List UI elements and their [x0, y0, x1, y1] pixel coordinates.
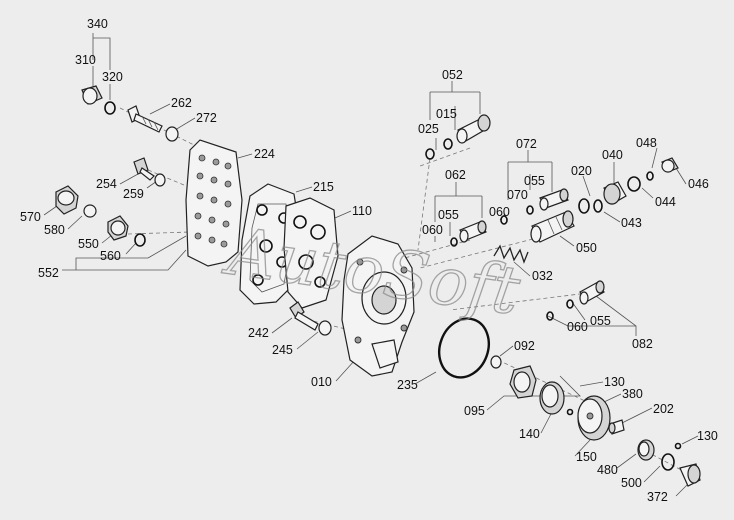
part-480-bushing [637, 439, 655, 461]
part-262-bolt [127, 105, 163, 133]
label-340: 340 [87, 17, 108, 31]
label-215: 215 [313, 180, 334, 194]
part-580-ball [83, 204, 97, 218]
label-245: 245 [272, 343, 293, 357]
part-570-cap [55, 185, 79, 215]
part-150-screw [608, 419, 625, 435]
label-560: 560 [100, 249, 121, 263]
label-272: 272 [196, 111, 217, 125]
label-060-a: 060 [422, 223, 443, 237]
part-032-spring [493, 244, 529, 264]
label-082: 082 [632, 337, 653, 351]
part-500-ring [661, 453, 675, 471]
label-032: 032 [532, 269, 553, 283]
label-224: 224 [254, 147, 275, 161]
label-130-b: 130 [697, 429, 718, 443]
label-055-b: 055 [524, 174, 545, 188]
part-060-oring-c [566, 299, 574, 309]
part-242-bolt [289, 301, 319, 331]
label-060-c: 060 [567, 320, 588, 334]
part-060-oring-b [500, 215, 508, 225]
part-020-oring [578, 198, 590, 214]
part-043-oring [593, 199, 603, 213]
label-040: 040 [602, 148, 623, 162]
part-025-oring-b [425, 148, 435, 160]
label-015: 015 [436, 107, 457, 121]
part-015-plug [456, 114, 491, 144]
part-048-oring [646, 171, 654, 181]
label-010: 010 [311, 375, 332, 389]
part-140-rotor [539, 381, 565, 415]
part-095-gear [509, 365, 537, 399]
part-025-oring-a [443, 138, 453, 150]
label-500: 500 [621, 476, 642, 490]
label-070: 070 [507, 188, 528, 202]
part-245-washer [318, 320, 332, 336]
label-150: 150 [576, 450, 597, 464]
part-055-valve-b [539, 188, 569, 211]
label-320: 320 [102, 70, 123, 84]
label-254: 254 [96, 177, 117, 191]
label-130-a: 130 [604, 375, 625, 389]
part-550-plug [107, 215, 129, 241]
label-062: 062 [445, 168, 466, 182]
part-070-oring [526, 205, 534, 215]
part-092-pin [490, 355, 502, 369]
label-025: 025 [418, 122, 439, 136]
part-560-oring [134, 233, 146, 247]
part-040-plug [603, 181, 627, 205]
label-570: 570 [20, 210, 41, 224]
label-060-b: 060 [489, 205, 510, 219]
part-320-oring [104, 101, 116, 115]
label-055-a: 055 [438, 208, 459, 222]
part-046-plug [661, 157, 679, 173]
part-060-oring-a [450, 237, 458, 247]
label-052: 052 [442, 68, 463, 82]
part-055-valve-a [459, 220, 487, 243]
label-110: 110 [352, 204, 372, 218]
part-254-screw [133, 157, 155, 181]
part-224-plate [185, 139, 243, 267]
label-072: 072 [516, 137, 537, 151]
label-380: 380 [622, 387, 643, 401]
label-550: 550 [78, 237, 99, 251]
label-050: 050 [576, 241, 597, 255]
label-372: 372 [647, 490, 668, 504]
label-580: 580 [44, 223, 65, 237]
label-480: 480 [597, 463, 618, 477]
label-552: 552 [38, 266, 59, 280]
callout-labels: 340 310 320 262 272 224 254 259 215 110 … [20, 17, 718, 504]
label-048: 048 [636, 136, 657, 150]
part-272-washer [165, 126, 179, 142]
label-202: 202 [653, 402, 674, 416]
label-020: 020 [571, 164, 592, 178]
label-259: 259 [123, 187, 144, 201]
part-060-oring-d [546, 311, 554, 321]
part-310-cap [81, 85, 103, 105]
label-242: 242 [248, 326, 269, 340]
label-043: 043 [621, 216, 642, 230]
part-259-washer [154, 173, 166, 187]
part-110-plate [283, 197, 339, 309]
label-095: 095 [464, 404, 485, 418]
part-380-cover [577, 395, 611, 441]
label-055-c: 055 [590, 314, 611, 328]
part-010-housing [341, 235, 415, 377]
part-050-spool [530, 210, 575, 243]
label-092: 092 [514, 339, 535, 353]
label-262: 262 [171, 96, 192, 110]
label-310: 310 [75, 53, 96, 67]
part-130-pin-b [674, 442, 682, 450]
label-044: 044 [655, 195, 676, 209]
part-044-oring [627, 176, 641, 192]
leader-lines [43, 33, 699, 497]
label-235: 235 [397, 378, 418, 392]
label-140: 140 [519, 427, 540, 441]
label-046: 046 [688, 177, 709, 191]
part-055-valve-c [579, 280, 605, 305]
part-130-pin-a [566, 408, 574, 416]
part-372-nozzle [679, 463, 701, 487]
part-235-oring [438, 317, 490, 379]
